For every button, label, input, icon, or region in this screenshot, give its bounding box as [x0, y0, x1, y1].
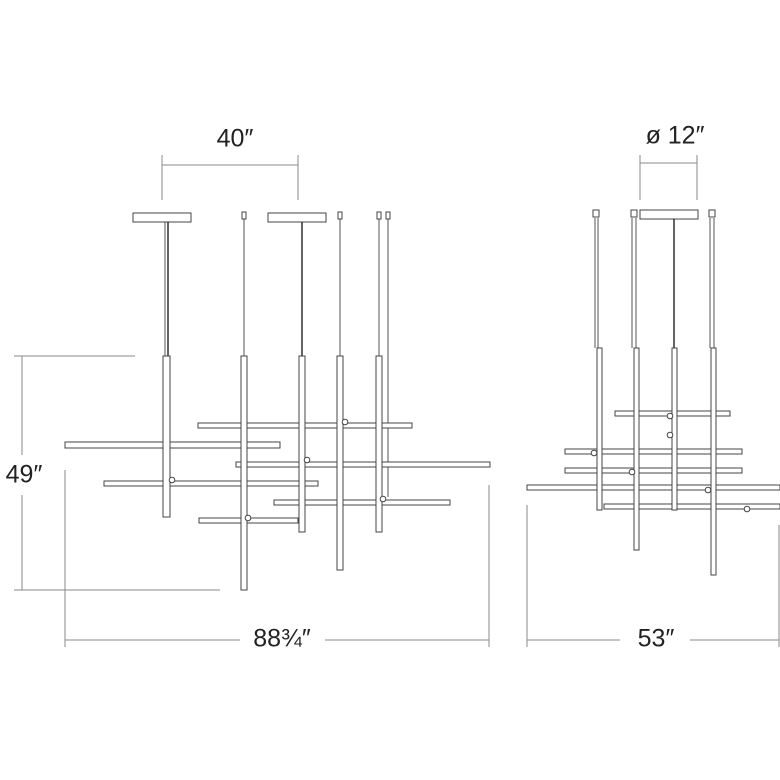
- dimension-front-width: 88¾″: [64, 470, 490, 653]
- dimension-side-width: 53″: [526, 505, 780, 653]
- horizontal-light-bars: [526, 410, 780, 510]
- canopies: [132, 212, 327, 223]
- suspension-cables: [164, 211, 391, 497]
- canopy: [639, 209, 699, 220]
- vertical-light-bars: [162, 355, 383, 591]
- dimension-canopy-spacing: 40″: [161, 125, 299, 200]
- canopy: [267, 212, 327, 223]
- dimension-height: 49″: [6, 355, 220, 591]
- canopy: [132, 212, 192, 223]
- label-canopy-spacing: 40″: [217, 125, 254, 153]
- dimension-canopy-diameter: ø 12″: [639, 122, 705, 200]
- suspension-cables: [592, 209, 716, 348]
- horizontal-light-bars: [64, 422, 491, 524]
- label-front-width: 88¾″: [253, 625, 311, 653]
- front-view: 40″ 49″ 88¾″: [6, 125, 491, 653]
- vertical-light-bars: [596, 347, 717, 576]
- label-canopy-diameter: ø 12″: [646, 122, 705, 150]
- side-view: ø 12″ 53″: [526, 122, 780, 653]
- connector-joints: [590, 412, 751, 513]
- label-side-width: 53″: [638, 625, 675, 653]
- label-height: 49″: [6, 461, 43, 489]
- connector-joints: [168, 418, 387, 522]
